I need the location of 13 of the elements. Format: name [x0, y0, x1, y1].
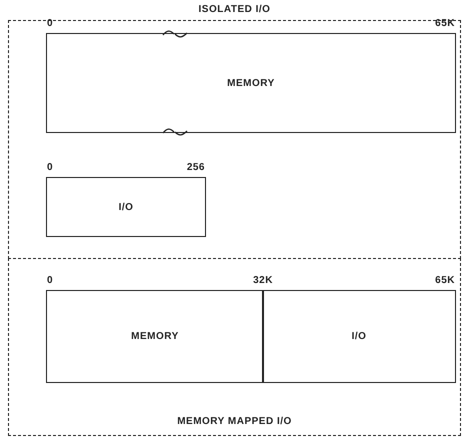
address-label: 32K	[253, 275, 273, 286]
dashed-region	[8, 258, 461, 436]
address-label: 0	[47, 162, 54, 173]
block-label: I/O	[118, 202, 134, 212]
block-label: MEMORY	[227, 78, 275, 88]
region-title: MEMORY MAPPED I/O	[176, 416, 293, 427]
region-title: ISOLATED I/O	[198, 4, 272, 15]
address-label: 256	[186, 162, 205, 173]
address-label: 65K	[435, 18, 455, 29]
address-label: 0	[47, 275, 54, 286]
address-label: 65K	[435, 275, 455, 286]
block-label: I/O	[352, 331, 366, 342]
block-label: MEMORY	[131, 331, 179, 342]
